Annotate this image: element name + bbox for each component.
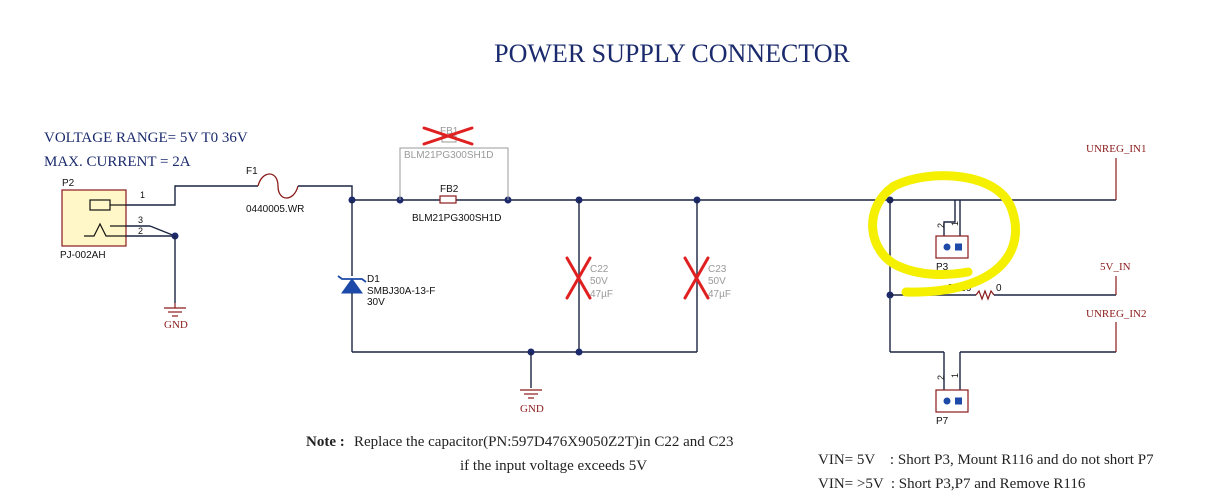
net-unreg-in2: UNREG_IN2 <box>1086 308 1147 320</box>
net-unreg-in1: UNREG_IN1 <box>1086 143 1147 155</box>
p3-pin1-label: 1 <box>950 221 960 226</box>
max-current-text: MAX. CURRENT = 2A <box>44 154 191 170</box>
wire-f1-out <box>298 185 353 200</box>
gnd-symbol-1: GND <box>164 303 188 331</box>
fb2-symbol <box>439 195 457 204</box>
d1-voltage: 30V <box>367 297 385 308</box>
config-line-2: VIN= >5V : Short P3,P7 and Remove R116 <box>818 476 1086 492</box>
note-label: Note : <box>306 434 345 450</box>
c22-value: 47µF <box>590 289 613 300</box>
voltage-range-text: VOLTAGE RANGE= 5V T0 36V <box>44 130 248 146</box>
p7-pin2-label: 2 <box>936 375 946 380</box>
resistor-symbol <box>975 289 995 301</box>
gnd-label-2: GND <box>520 403 544 415</box>
p7-body <box>935 389 969 413</box>
p2-body <box>61 189 127 247</box>
r116-value: 0 <box>996 283 1002 294</box>
p3-ref: P3 <box>936 262 949 273</box>
net-5v-in: 5V_IN <box>1100 261 1131 273</box>
p2-ref: P2 <box>62 178 75 189</box>
capacitor-c23-dnp: C23 50V 47µF <box>683 256 731 300</box>
d1-ref: D1 <box>367 274 380 285</box>
fb2-part-number: BLM21PG300SH1D <box>412 213 502 224</box>
diode-symbol <box>341 278 363 294</box>
d1-part-number: SMBJ30A-13-F <box>367 286 435 297</box>
note-line-1: Replace the capacitor(PN:597D476X9050Z2T… <box>354 434 734 450</box>
fuse-symbol <box>257 173 299 199</box>
f1-part-number: 0440005.WR <box>246 204 304 215</box>
jumper-p7: 2 1 P7 <box>935 352 969 427</box>
c23-ref: C23 <box>708 264 727 275</box>
connector-p2: P2 PJ-002AH 1 3 2 <box>60 178 145 261</box>
capacitor-c22-dnp: C22 50V 47µF <box>565 256 613 300</box>
note-line-2: if the input voltage exceeds 5V <box>460 458 647 474</box>
p7-ref: P7 <box>936 416 949 427</box>
config-line-1: VIN= 5V : Short P3, Mount R116 and do no… <box>818 452 1154 468</box>
p2-switch-symbol <box>84 222 110 237</box>
p7-pin1-label: 1 <box>950 373 960 378</box>
p2-pin2-label: 2 <box>138 226 143 236</box>
ferrite-bead-fb2: FB2 BLM21PG300SH1D <box>412 184 502 224</box>
gnd-symbol-2: GND <box>520 389 544 415</box>
c22-ref: C22 <box>590 264 609 275</box>
junction <box>575 348 583 356</box>
f1-ref: F1 <box>246 166 258 177</box>
gnd-label-1: GND <box>164 319 188 331</box>
p2-part-number: PJ-002AH <box>60 250 106 261</box>
ferrite-bead-fb1-dnp: FB1 BLM21PG300SH1D <box>399 126 509 200</box>
c22-voltage: 50V <box>590 276 608 287</box>
p2-pin1-label: 1 <box>140 190 145 200</box>
page-title: POWER SUPPLY CONNECTOR <box>494 39 850 68</box>
fb1-part-number: BLM21PG300SH1D <box>404 150 494 161</box>
jumper-p3: 2 1 P3 <box>935 200 969 273</box>
p3-body <box>935 235 969 259</box>
fb2-ref: FB2 <box>440 184 459 195</box>
p2-pin3-label: 3 <box>138 215 143 225</box>
highlight-p3-circle <box>868 171 1020 297</box>
fuse-f1: F1 0440005.WR <box>246 166 304 215</box>
p3-pin2-label: 2 <box>936 223 946 228</box>
c23-voltage: 50V <box>708 276 726 287</box>
fb1-ref: FB1 <box>440 126 459 137</box>
wire-p2-to-f1 <box>126 185 258 206</box>
c23-value: 47µF <box>708 289 731 300</box>
